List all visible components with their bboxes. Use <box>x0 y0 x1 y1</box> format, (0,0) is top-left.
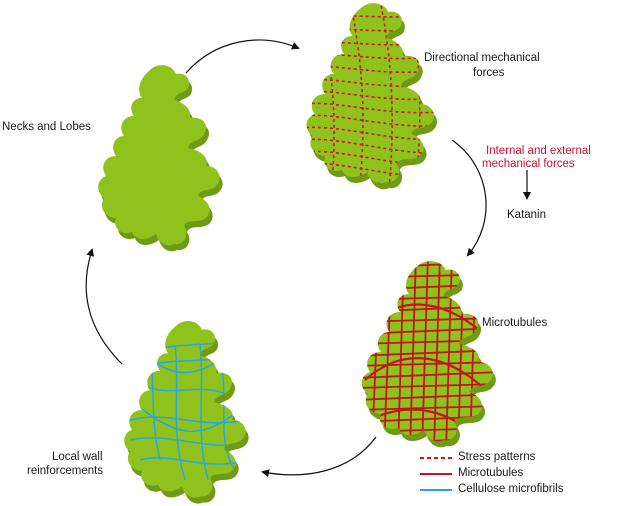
label-internal-line1: Internal and external <box>486 145 591 157</box>
label-local-line1: Local wall <box>52 451 103 463</box>
cell-necks-lobes <box>98 65 223 252</box>
legend-item-stress: Stress patterns <box>420 451 616 467</box>
label-directional-line1: Directional mechanical <box>424 52 540 64</box>
legend: Stress patterns Microtubules Cellulose m… <box>420 451 616 499</box>
label-directional-line2: forces <box>473 67 505 79</box>
label-local-line2: reinforcements <box>27 465 104 477</box>
arrow-top <box>185 39 300 74</box>
label-internal-line2: mechanical forces <box>482 158 575 170</box>
label-necks-lobes: Necks and Lobes <box>2 121 91 133</box>
cell-microtubules <box>361 261 496 448</box>
legend-label-microtubules: Microtubules <box>458 467 524 479</box>
arrow-bottom <box>261 436 377 478</box>
arrow-right <box>451 139 487 257</box>
legend-label-stress: Stress patterns <box>458 451 536 463</box>
legend-swatches <box>420 457 452 491</box>
legend-label-cellulose: Cellulose microfibrils <box>458 483 564 495</box>
label-katanin: Katanin <box>507 209 547 221</box>
legend-item-cellulose: Cellulose microfibrils <box>420 483 616 499</box>
cell-stress-patterns <box>306 3 438 190</box>
arrow-left <box>85 248 123 365</box>
cell-cellulose <box>124 321 249 504</box>
label-microtubules: Microtubules <box>482 317 548 329</box>
legend-item-microtubules: Microtubules <box>420 467 616 483</box>
